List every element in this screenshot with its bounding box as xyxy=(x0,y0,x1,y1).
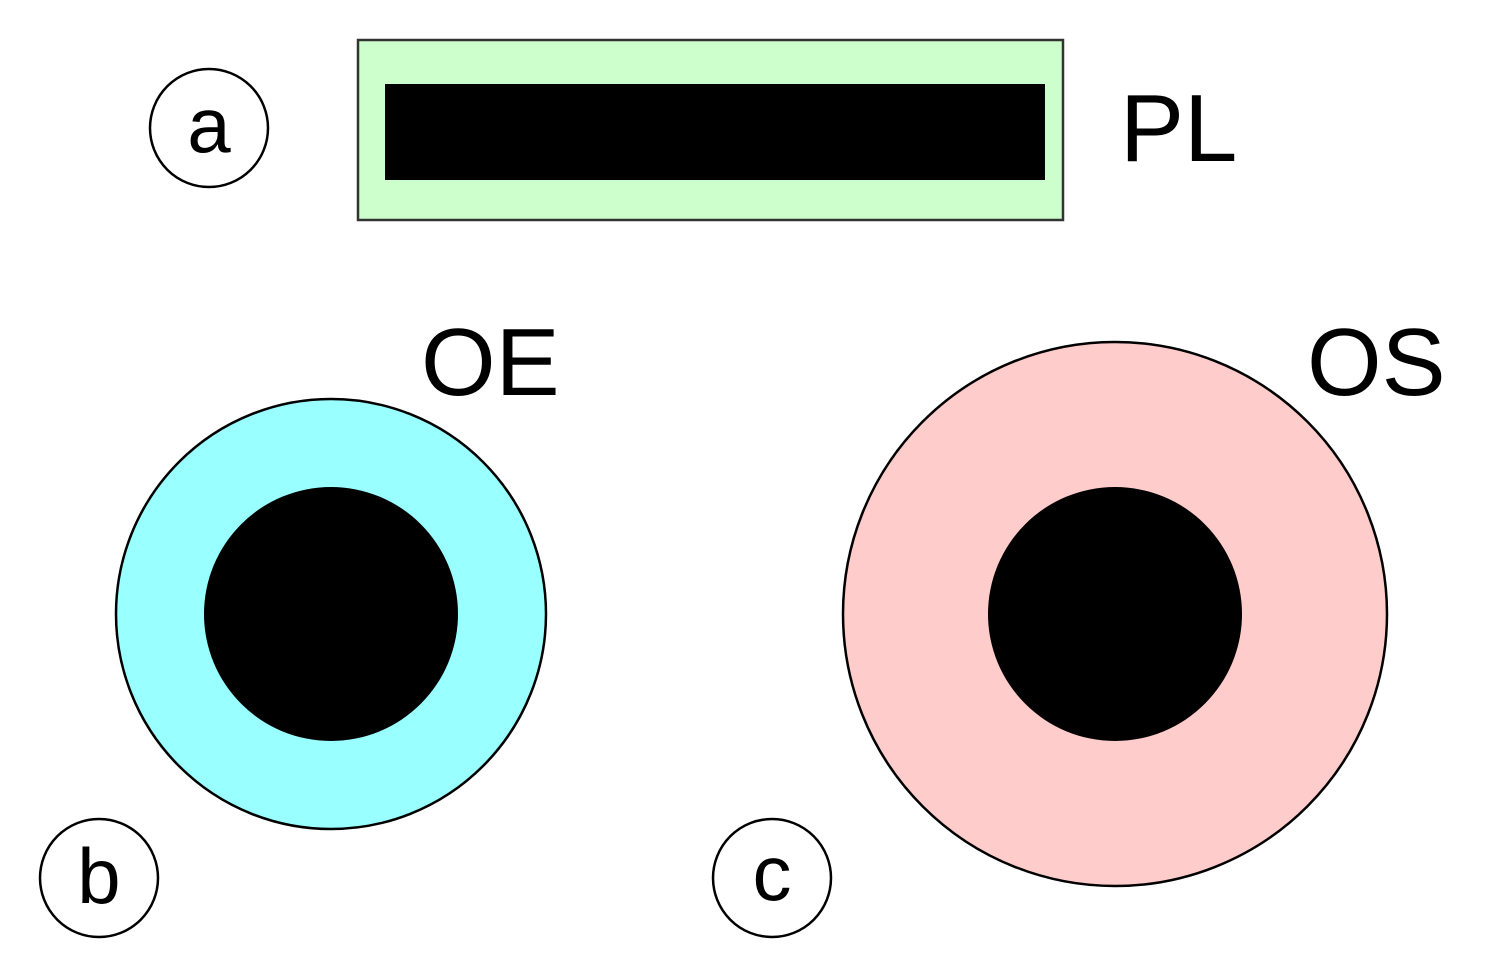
panel-b: OE b xyxy=(38,309,560,939)
panel-c-letter-circle xyxy=(711,817,833,939)
panel-b-letter-circle xyxy=(38,817,160,939)
panel-c: OS c xyxy=(711,309,1446,939)
panel-c-letter: c xyxy=(753,829,792,917)
panel-a-letter: a xyxy=(187,81,231,169)
panel-b-letter: b xyxy=(77,832,120,920)
cylinder-label: OE xyxy=(421,309,560,416)
panel-a: a PL xyxy=(148,38,1237,222)
cylinder-large-core xyxy=(988,487,1242,741)
planar-label: PL xyxy=(1120,75,1237,182)
panel-a-letter-circle xyxy=(148,67,270,189)
planar-core xyxy=(385,84,1045,180)
cylinder-large-label: OS xyxy=(1307,309,1446,416)
cylinder-core xyxy=(204,487,458,741)
